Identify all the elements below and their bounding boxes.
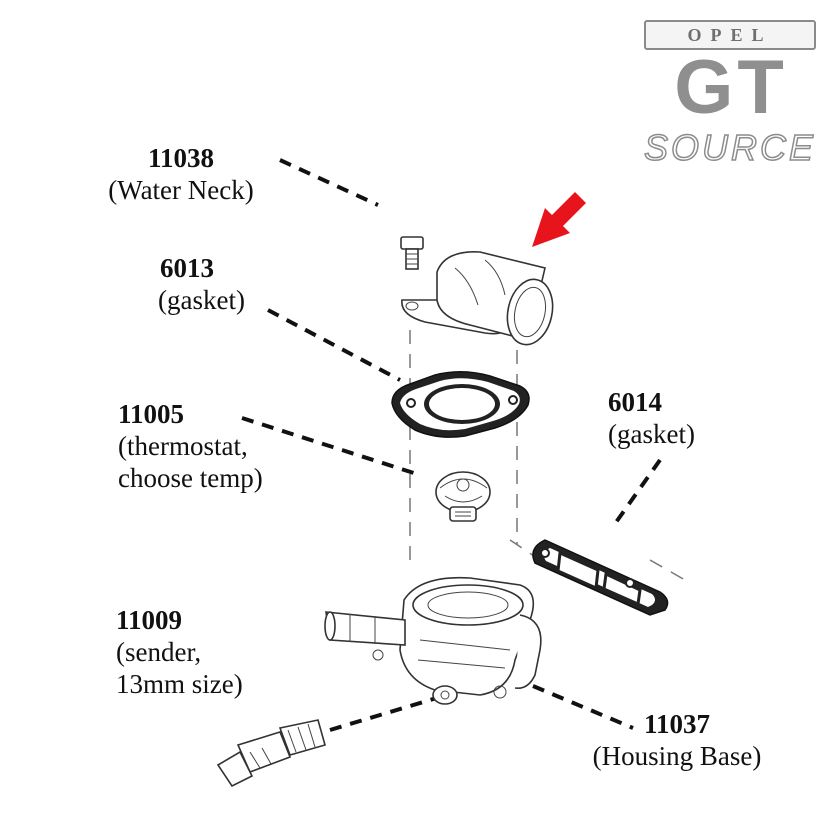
logo-source-text: SOURCE: [643, 127, 817, 169]
label-gasket-6014-desc: (gasket): [608, 419, 695, 449]
label-housing-base-desc: (Housing Base): [592, 741, 762, 771]
housing-base-part: [324, 576, 542, 705]
label-sender-number: 11009: [116, 605, 183, 635]
alignment-line-gasket-b: [649, 559, 686, 581]
thermostat-part: [435, 471, 491, 522]
label-water-neck: 11038 (Water Neck): [86, 142, 276, 206]
label-housing-base: 11037 (Housing Base): [566, 708, 788, 772]
label-gasket-6014: 6014 (gasket): [608, 386, 695, 450]
label-water-neck-number: 11038: [147, 143, 214, 173]
sender-part: [216, 719, 326, 788]
logo-gt-text: GT: [674, 45, 788, 130]
leader-gasket-6014: [610, 458, 662, 530]
gasket-6014-part: [532, 539, 669, 616]
gasket-6013-part: [391, 371, 530, 438]
label-thermostat: 11005 (thermostat, choose temp): [118, 398, 263, 494]
label-thermostat-desc-2: choose temp): [118, 463, 263, 493]
bolt-part: [400, 236, 424, 270]
label-housing-base-number: 11037: [643, 709, 710, 739]
label-sender-desc-2: 13mm size): [116, 669, 243, 699]
opel-gt-source-logo: OPEL GT SOURCE: [634, 18, 824, 168]
label-thermostat-number: 11005: [118, 399, 185, 429]
label-gasket-6014-number: 6014: [608, 387, 662, 417]
label-thermostat-desc-1: (thermostat,: [118, 431, 248, 461]
label-gasket-6013: 6013 (gasket): [158, 252, 245, 316]
leader-sender: [329, 695, 441, 732]
label-gasket-6013-desc: (gasket): [158, 285, 245, 315]
leader-gasket-6013: [267, 308, 401, 382]
label-sender-desc-1: (sender,: [116, 637, 202, 667]
leader-thermostat: [241, 416, 421, 477]
label-gasket-6013-number: 6013: [160, 253, 214, 283]
leader-water-neck: [279, 158, 379, 207]
leader-housing-base: [532, 684, 634, 730]
water-neck-part: [401, 251, 554, 346]
logo-opel-text: OPEL: [644, 20, 816, 50]
label-sender: 11009 (sender, 13mm size): [116, 604, 243, 700]
red-arrow-icon: [532, 192, 586, 247]
label-water-neck-desc: (Water Neck): [108, 175, 254, 205]
